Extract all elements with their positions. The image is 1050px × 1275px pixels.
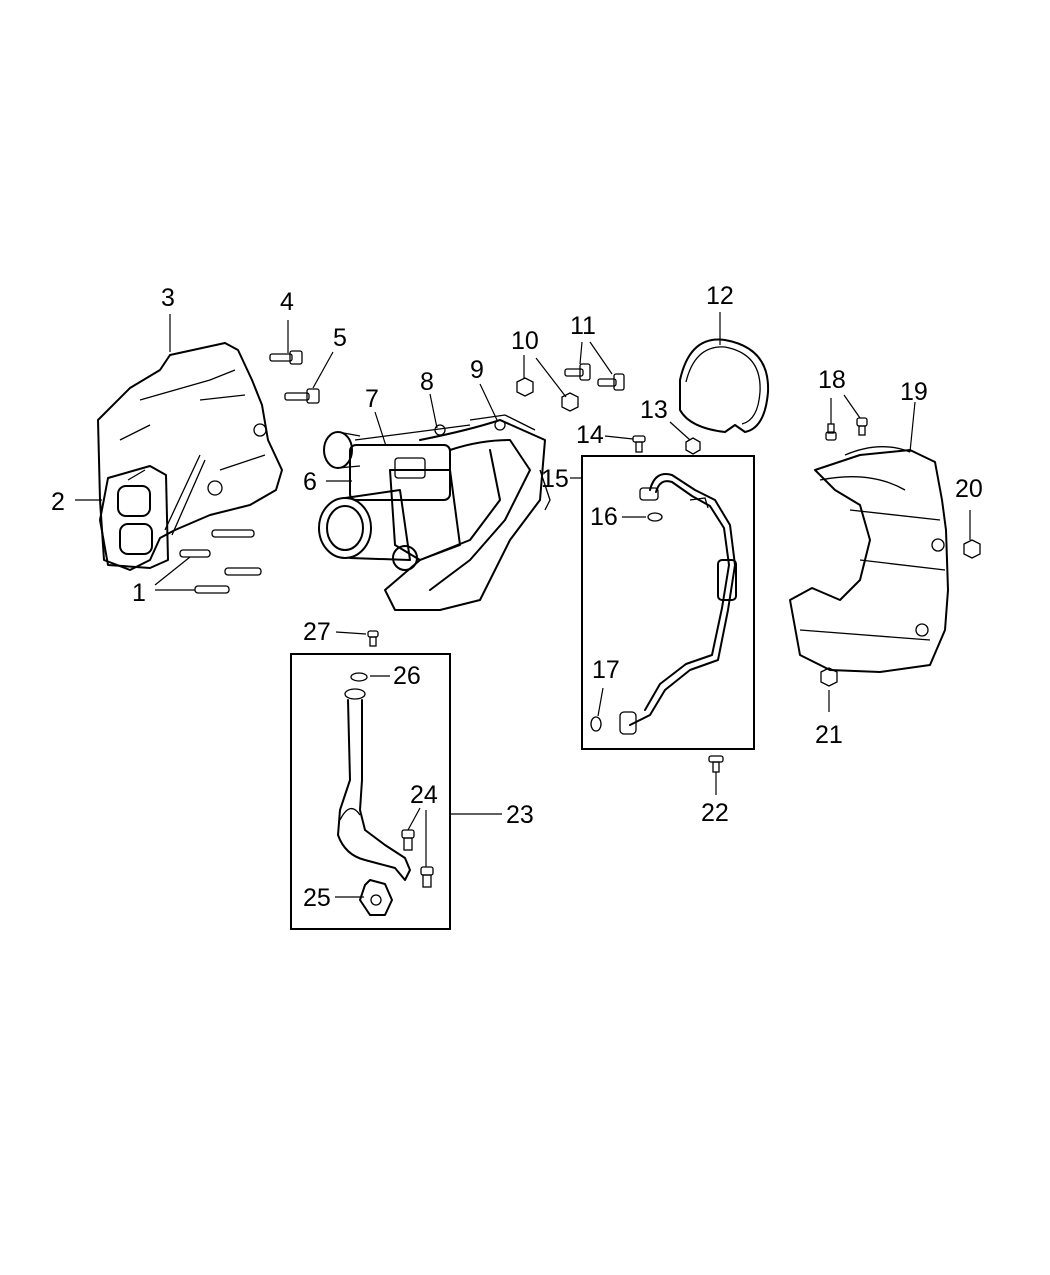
callout-20: 20 <box>955 475 983 503</box>
callout-27: 27 <box>303 618 331 646</box>
fasteners-13-14 <box>632 435 701 455</box>
clamp-ring <box>679 338 770 433</box>
fasteners-10-11 <box>516 363 625 412</box>
callout-14: 14 <box>576 421 604 449</box>
callout-22: 22 <box>701 799 729 827</box>
callout-21: 21 <box>815 721 843 749</box>
callout-7: 7 <box>365 385 379 413</box>
callout-5: 5 <box>333 324 347 352</box>
turbocharger-assembly <box>318 414 551 611</box>
bolts-4-5 <box>269 350 320 404</box>
callout-9: 9 <box>470 356 484 384</box>
callout-8: 8 <box>420 368 434 396</box>
callout-6: 6 <box>303 468 317 496</box>
callout-24: 24 <box>410 781 438 809</box>
callout-12: 12 <box>706 282 734 310</box>
oil-return-line <box>337 630 434 916</box>
heat-shield-left <box>97 342 283 571</box>
callout-17: 17 <box>592 656 620 684</box>
callout-13: 13 <box>640 396 668 424</box>
callout-19: 19 <box>900 378 928 406</box>
manifold-gasket <box>99 465 169 569</box>
callout-16: 16 <box>590 503 618 531</box>
callout-1: 1 <box>132 579 146 607</box>
callout-10: 10 <box>511 327 539 355</box>
callout-labels: 1 2 3 4 5 6 7 8 9 10 11 12 13 14 15 16 1… <box>51 282 983 912</box>
callout-25: 25 <box>303 884 331 912</box>
callout-4: 4 <box>280 288 294 316</box>
oil-return-kit-box <box>290 653 451 930</box>
leader-lines <box>75 312 971 898</box>
bolt-22 <box>708 755 724 773</box>
callout-11: 11 <box>570 312 596 340</box>
callout-15: 15 <box>541 465 569 493</box>
callout-2: 2 <box>51 488 65 516</box>
callout-3: 3 <box>161 284 175 312</box>
callout-18: 18 <box>818 366 846 394</box>
studs <box>179 529 262 594</box>
callout-26: 26 <box>393 662 421 690</box>
oil-feed-line <box>590 473 737 735</box>
oil-feed-kit-box <box>581 455 755 750</box>
heat-shield-right <box>789 417 981 687</box>
callout-23: 23 <box>506 801 534 829</box>
